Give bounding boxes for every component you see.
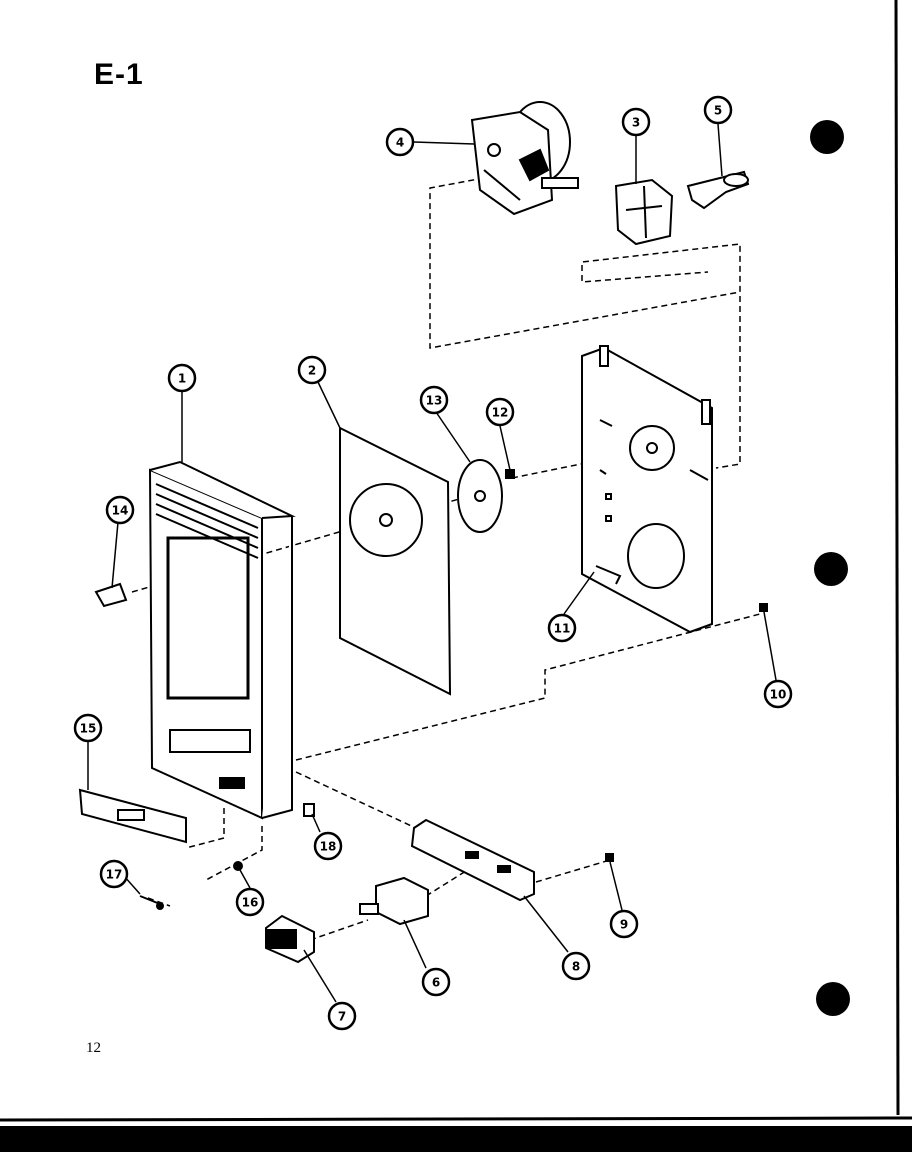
- page-title: E-1: [94, 58, 144, 91]
- part-1-front-frame: [148, 460, 296, 820]
- callout-12: 12: [485, 397, 515, 427]
- callout-6: 6: [421, 967, 451, 997]
- callout-10-label: 10: [770, 688, 787, 702]
- callout-2-label: 2: [308, 364, 316, 378]
- callout-17-label: 17: [106, 868, 123, 882]
- callout-5-label: 5: [714, 104, 722, 118]
- part-18-clip: [303, 803, 315, 817]
- callout-13-label: 13: [426, 394, 443, 408]
- leader-lines: [87, 123, 777, 1003]
- callout-9-label: 9: [620, 918, 628, 932]
- callout-3: 3: [621, 107, 651, 137]
- callout-6-label: 6: [432, 976, 440, 990]
- callout-9: 9: [609, 909, 639, 939]
- callout-bubbles: 1 2 3 4 5 6 7: [73, 95, 793, 1031]
- part-2-back-panel: [339, 426, 452, 696]
- part-9-screw: [605, 853, 614, 862]
- callout-7: 7: [327, 1001, 357, 1031]
- callout-4: 4: [385, 127, 415, 157]
- callout-3-label: 3: [632, 116, 640, 130]
- part-13-disc: [457, 459, 503, 533]
- callout-4-label: 4: [396, 136, 404, 150]
- part-8-switch-bracket: [410, 818, 535, 902]
- part-10-screw: [759, 603, 768, 612]
- callout-5: 5: [703, 95, 733, 125]
- callout-2: 2: [297, 355, 327, 385]
- callout-16: 16: [235, 887, 265, 917]
- part-14-bushing: [94, 582, 128, 608]
- binder-hole-top: [810, 120, 844, 154]
- callout-15-label: 15: [80, 722, 97, 736]
- callout-13: 13: [419, 385, 449, 415]
- callout-1-label: 1: [178, 372, 186, 386]
- part-16-screw: [233, 861, 243, 871]
- callout-8: 8: [561, 951, 591, 981]
- part-6-switch: [359, 876, 429, 926]
- callout-14: 14: [105, 495, 135, 525]
- part-5-clip: [686, 170, 750, 210]
- callout-17: 17: [99, 859, 129, 889]
- callout-15: 15: [73, 713, 103, 743]
- binder-hole-middle: [814, 552, 848, 586]
- part-15-nameplate: [78, 788, 187, 844]
- callout-11: 11: [547, 613, 577, 643]
- page-number: 12: [86, 1040, 101, 1056]
- callout-11-label: 11: [554, 622, 571, 636]
- callout-14-label: 14: [112, 504, 129, 518]
- callout-1: 1: [167, 363, 197, 393]
- callout-7-label: 7: [338, 1010, 346, 1024]
- callout-12-label: 12: [492, 406, 509, 420]
- part-11-bracket-panel: [581, 345, 713, 634]
- part-4-timer-motor: [470, 101, 579, 216]
- part-7-switch-button: [265, 914, 315, 964]
- callout-18-label: 18: [320, 840, 337, 854]
- callout-18: 18: [313, 831, 343, 861]
- part-17-screw: [139, 895, 164, 910]
- callout-8-label: 8: [572, 960, 580, 974]
- callout-10: 10: [763, 679, 793, 709]
- part-3-cover-block: [614, 178, 674, 246]
- part-12-screw: [505, 469, 515, 479]
- callout-16-label: 16: [242, 896, 259, 910]
- binder-hole-bottom: [816, 982, 850, 1016]
